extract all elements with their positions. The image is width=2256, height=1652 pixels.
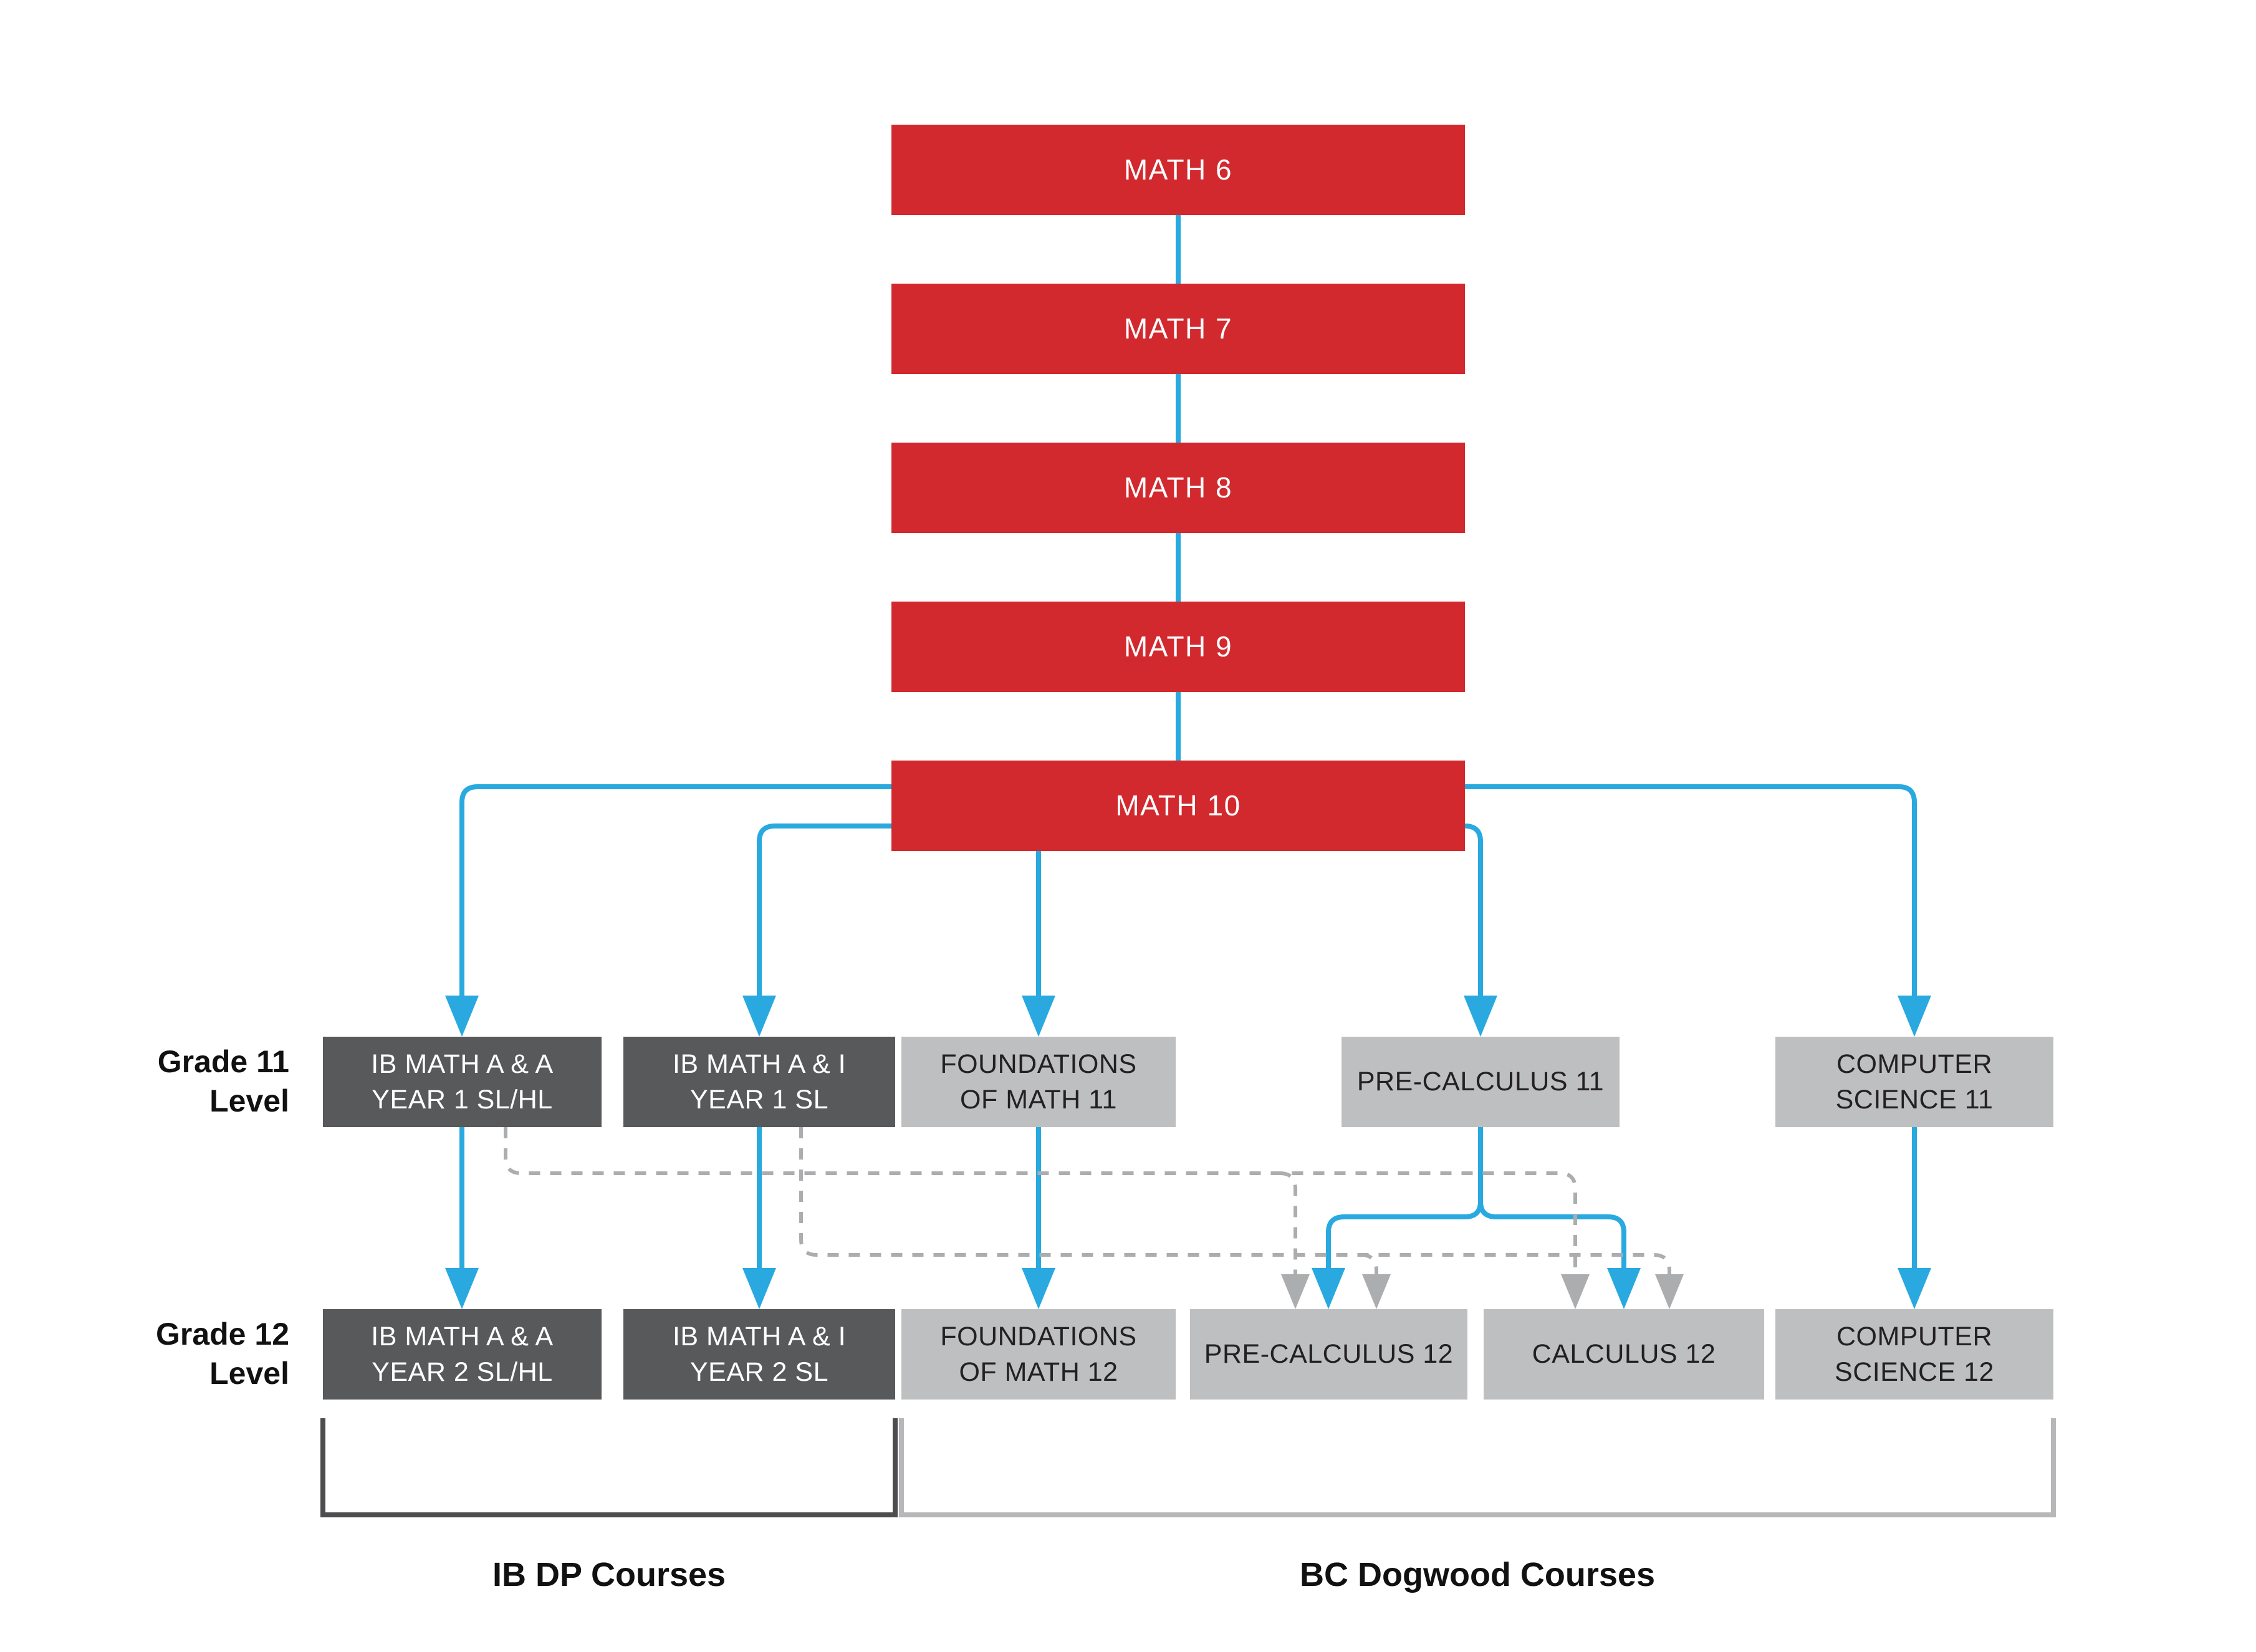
bc-dogwood-courses-label: BC Dogwood Courses xyxy=(1299,1556,1655,1593)
node-ib-math-aa-year2: IB MATH A & A YEAR 2 SL/HL xyxy=(323,1309,602,1400)
edge-ib-ai-y1-precalc12-dashed xyxy=(1360,1253,1378,1277)
arrowhead-icon xyxy=(742,1268,776,1309)
gray-arrowheads xyxy=(1281,1274,1684,1309)
arrowhead-icon xyxy=(1312,1268,1345,1309)
node-math10: MATH 10 xyxy=(891,761,1465,851)
node-pre-calculus-11: PRE-CALCULUS 11 xyxy=(1342,1037,1620,1127)
arrowhead-icon xyxy=(1898,996,1931,1037)
node-foundations-12: FOUNDATIONS OF MATH 12 xyxy=(901,1309,1176,1400)
edge-ib-ai-y1-calc12-dashed xyxy=(799,1127,1671,1277)
bc-courses-bracket xyxy=(899,1418,2056,1517)
edge-precalc11-calc12 xyxy=(1478,1201,1626,1270)
node-math7: MATH 7 xyxy=(891,284,1465,374)
arrowhead-icon xyxy=(445,1268,479,1309)
node-pre-calculus-12: PRE-CALCULUS 12 xyxy=(1190,1309,1467,1400)
arrowhead-icon xyxy=(1898,1268,1931,1309)
node-ib-math-aa-year1: IB MATH A & A YEAR 1 SL/HL xyxy=(323,1037,602,1127)
ib-dp-courses-label: IB DP Courses xyxy=(492,1556,726,1593)
node-calculus-12: CALCULUS 12 xyxy=(1484,1309,1764,1400)
node-foundations-11: FOUNDATIONS OF MATH 11 xyxy=(901,1037,1176,1127)
edge-math10-ib-aa-y1 xyxy=(459,784,891,998)
arrowhead-icon xyxy=(1362,1274,1391,1309)
grade-12-level-label: Grade 12 Level xyxy=(155,1317,289,1391)
arrowhead-icon xyxy=(1655,1274,1684,1309)
arrowhead-icon xyxy=(1281,1274,1310,1309)
arrowhead-icon xyxy=(1607,1268,1641,1309)
node-math9: MATH 9 xyxy=(891,602,1465,692)
edge-ib-aa-y1-precalc12-dashed xyxy=(1279,1171,1297,1277)
group-brackets xyxy=(320,1418,2056,1517)
node-computer-science-11: COMPUTER SCIENCE 11 xyxy=(1775,1037,2053,1127)
grade-11-level-label: Grade 11 Level xyxy=(157,1044,289,1118)
ib-courses-bracket xyxy=(320,1418,898,1517)
arrowhead-icon xyxy=(1022,996,1055,1037)
edge-math10-precalc11 xyxy=(1464,824,1483,998)
node-math8: MATH 8 xyxy=(891,443,1465,533)
node-ib-math-ai-year1: IB MATH A & I YEAR 1 SL xyxy=(623,1037,895,1127)
edge-precalc11-precalc12 xyxy=(1326,1127,1483,1270)
arrowhead-icon xyxy=(1561,1274,1590,1309)
node-ib-math-ai-year2: IB MATH A & I YEAR 2 SL xyxy=(623,1309,895,1400)
dashed-edges xyxy=(504,1127,1671,1277)
edge-math10-cs11 xyxy=(1465,784,1917,998)
arrowhead-icon xyxy=(1464,996,1497,1037)
edge-ib-aa-y1-calc12-dashed xyxy=(504,1127,1577,1277)
blue-arrowheads xyxy=(445,996,1931,1309)
blue-edges xyxy=(459,215,1917,1270)
arrowhead-icon xyxy=(1022,1268,1055,1309)
node-computer-science-12: COMPUTER SCIENCE 12 xyxy=(1775,1309,2053,1400)
arrowhead-icon xyxy=(742,996,776,1037)
edge-math10-ib-ai-y1 xyxy=(757,824,891,998)
node-math6: MATH 6 xyxy=(891,125,1465,215)
arrowhead-icon xyxy=(445,996,479,1037)
